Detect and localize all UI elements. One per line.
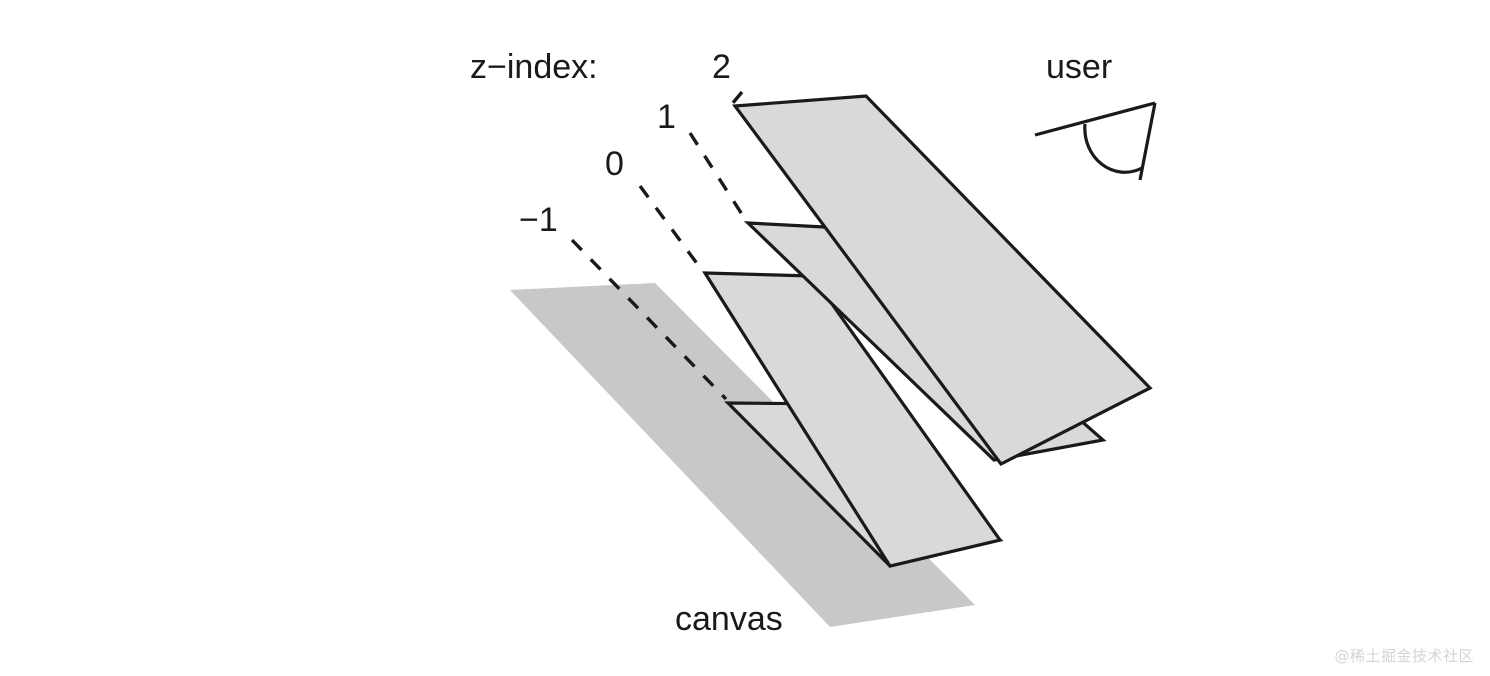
layer-plane-z0 xyxy=(702,271,1003,568)
z-index-level-minus-1-label: −1 xyxy=(519,201,558,239)
leader-line-zminus1 xyxy=(570,238,728,401)
eye-cone-side-icon xyxy=(1138,102,1157,181)
user-label: user xyxy=(1046,48,1112,86)
z-index-level-1-label: 1 xyxy=(657,98,676,136)
z-index-level-2-label: 2 xyxy=(712,48,731,86)
canvas-label: canvas xyxy=(675,600,783,638)
eye-cone-top-icon xyxy=(1034,101,1156,137)
layer-plane-z2 xyxy=(731,94,1153,467)
user-eye-icon-group xyxy=(1034,101,1157,181)
canvas-plane xyxy=(510,283,975,627)
z-index-title-label: z−index: xyxy=(470,48,598,86)
leader-line-z2 xyxy=(730,90,744,106)
watermark-text: @稀土掘金技术社区 xyxy=(1334,647,1474,665)
eye-arc-icon xyxy=(1083,123,1143,174)
z-index-level-0-label: 0 xyxy=(605,145,624,183)
leader-line-z0 xyxy=(638,184,703,271)
leader-line-z1 xyxy=(688,132,747,220)
